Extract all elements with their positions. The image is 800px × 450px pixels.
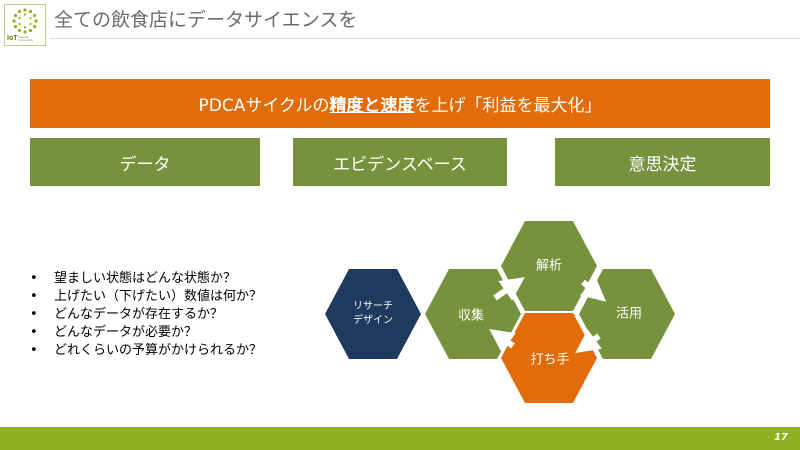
logo-subtext: Friendly Community [18,35,34,42]
data-science-cycle-diagram: リサーチ デザイン 収集 解析 活用 打ち手 [325,218,685,417]
list-item: 上げたい（下げたい）数値は何か？ [28,288,262,306]
page-title: 全ての飲食店にデータサイエンスを [54,9,358,31]
cycle-arrows [489,277,607,353]
arrow-analyze-to-apply [580,277,607,302]
pillar-decision-making: 意思決定 [555,138,770,186]
hex-analyze [501,221,597,311]
list-item: どんなデータが必要か？ [28,324,262,342]
footer-bar [0,427,800,450]
pillar-data: データ [30,138,260,186]
label-analyze: 解析 [535,258,563,274]
headline-banner: PDCAサイクルの精度と速度を上げ「利益を最大化」 [30,79,770,128]
title-divider [50,38,800,39]
hex-research-design [325,269,421,359]
banner-prefix: PDCAサイクルの [198,96,330,116]
logo-ring-icon [12,8,38,34]
arrow-action-to-collect [489,329,516,353]
label-apply: 活用 [615,306,643,322]
list-item: どれくらいの予算がかけられるか？ [28,342,262,360]
question-list: 望ましい状態はどんな状態か？ 上げたい（下げたい）数値は何か？ どんなデータが存… [28,270,262,360]
list-item: どんなデータが存在するか？ [28,306,262,324]
arrow-apply-to-action [575,329,602,353]
banner-suffix: を上げ「利益を最大化」 [414,96,602,116]
logo-mark: IoT [7,35,18,42]
label-collect: 収集 [457,308,485,324]
logo: IoT Friendly Community [4,4,46,46]
banner-emphasis: 精度と速度 [329,96,415,116]
label-action: 打ち手 [530,352,570,368]
pillar-evidence-based: エビデンスベース [293,138,507,186]
arrow-collect-to-analyze [493,277,525,301]
label-research-design: リサーチ デザイン [353,301,393,326]
page-number: 17 [774,432,788,443]
hex-action [501,313,597,403]
list-item: 望ましい状態はどんな状態か？ [28,270,262,288]
